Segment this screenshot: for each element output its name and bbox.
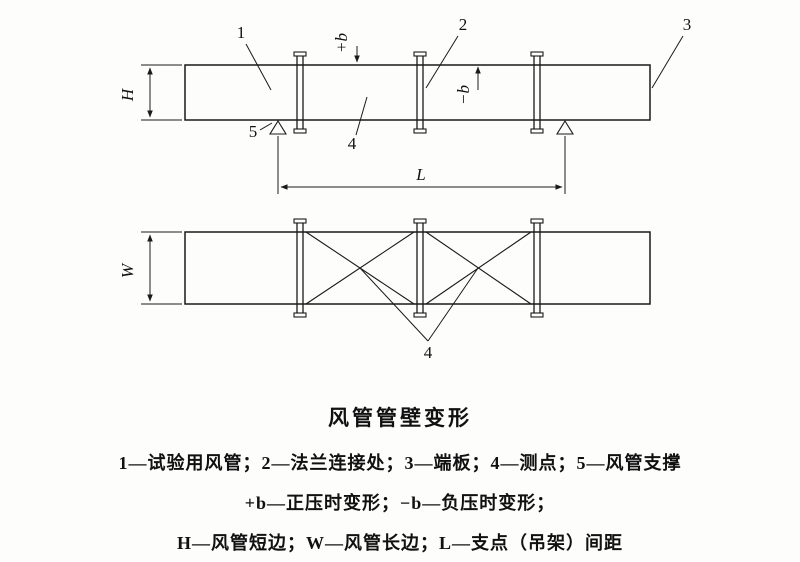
flange-connection [293,218,307,318]
flange-connection [530,218,544,318]
flange-connection [293,51,307,134]
leader-line-4-left [359,267,429,342]
leader-line-1 [245,43,272,91]
duct-deformation-diagram: H L 1 2 3 4 5 +b [118,15,691,362]
leader-line-5 [259,122,273,131]
caption-block: 风管管壁变形 1—试验用风管；2—法兰连接处；3—端板；4—测点；5—风管支撑 … [0,402,800,562]
measuring-cross-right [425,231,532,305]
leader-line-2 [425,35,459,89]
support-triangle-left [269,119,287,135]
dimension-w-label: W [118,262,137,278]
legend-line-pressure: +b—正压时变形；−b—负压时变形； [244,493,556,513]
part-label-5: 5 [249,122,258,141]
dimension-h-label: H [118,87,137,102]
legend-line-parts: 1—试验用风管；2—法兰连接处；3—端板；4—测点；5—风管支撑 [118,453,682,473]
bottom-duct-view: W 4 [118,218,651,362]
minus-b-label: −b [454,85,473,105]
legend-line-dimensions: H—风管短边；W—风管长边；L—支点（吊架）间距 [176,533,623,553]
part-label-2: 2 [459,15,468,34]
minus-b-annotation: −b [454,66,481,105]
figure-title: 风管管壁变形 [328,406,472,430]
support-triangle-right [556,119,574,135]
part-label-4-bottom: 4 [424,343,433,362]
part-label-4-top: 4 [348,134,357,153]
leader-line-3 [651,35,684,89]
plus-b-label: +b [332,33,351,53]
leader-line-4-top [355,96,368,136]
top-duct-view: H L 1 2 3 4 5 +b [118,15,691,194]
leader-line-4-right [427,267,479,342]
flange-connection [413,218,427,318]
plus-b-annotation: +b [332,33,360,63]
dimension-w: W [118,231,182,305]
dimension-l-label: L [415,165,425,184]
flange-connection [530,51,544,134]
dimension-h: H [118,64,182,121]
dimension-l: L [277,136,566,194]
part-label-3: 3 [683,15,692,34]
part-label-1: 1 [237,23,246,42]
flange-connection [413,51,427,134]
